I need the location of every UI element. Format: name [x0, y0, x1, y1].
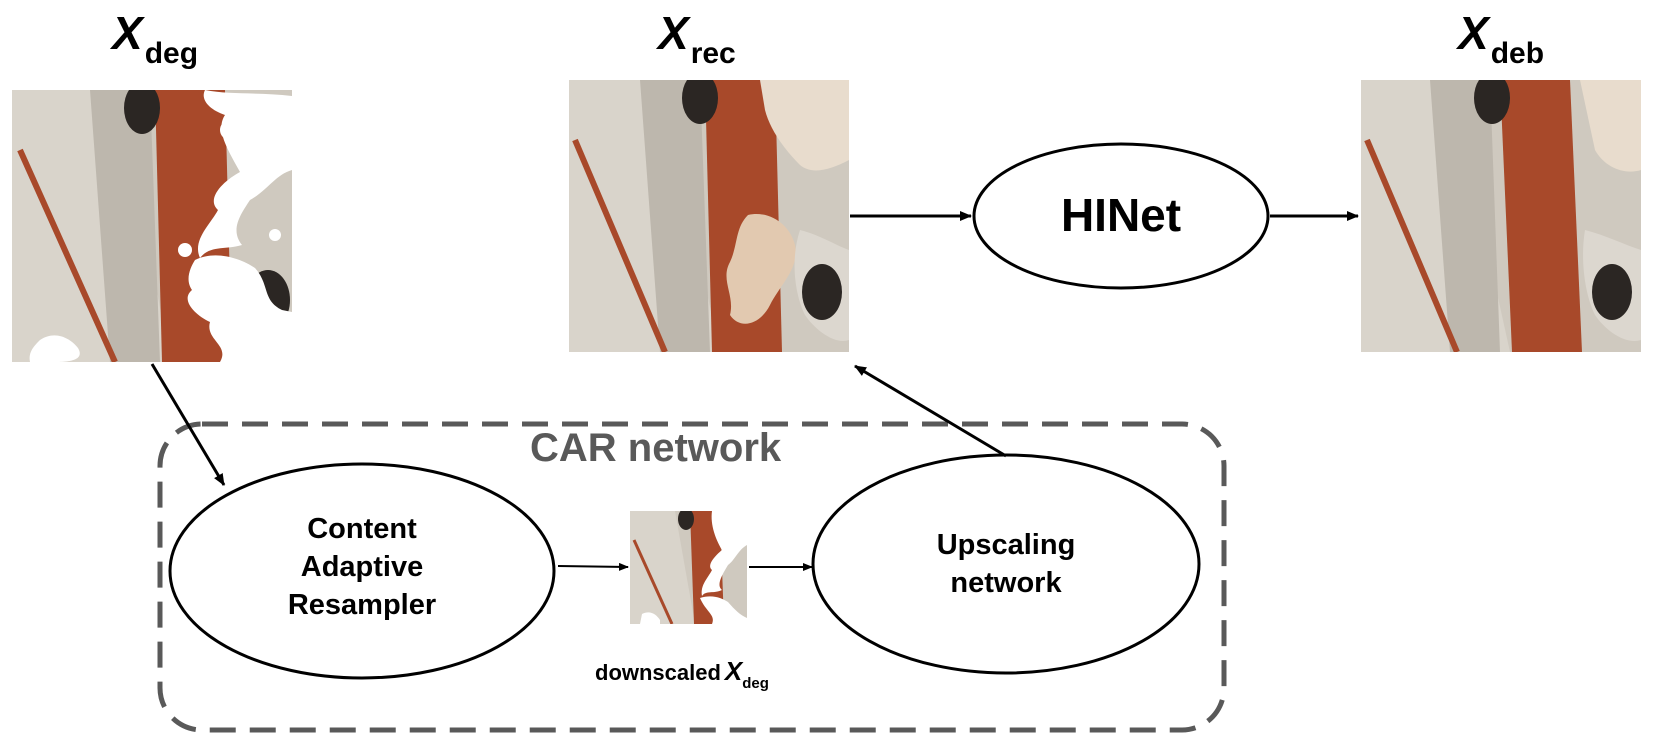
- downscaled-x-deg-image: [630, 511, 747, 624]
- car-network-title: CAR network: [530, 426, 782, 470]
- content-adaptive-resampler-node: [168, 462, 556, 680]
- x-rec-label: Xrec: [658, 7, 736, 70]
- x-rec-image: [569, 80, 849, 352]
- arrow-resampler-to-downscaled: [557, 562, 629, 571]
- x-deb-label: Xdeb: [1458, 7, 1545, 70]
- x-deg-image: [12, 90, 292, 362]
- car-network-group: [157, 421, 1227, 733]
- hinet-node: [972, 142, 1270, 290]
- resampler-node-label: Content Adaptive Resampler: [287, 513, 437, 621]
- x-deb-image: [1361, 80, 1641, 352]
- arrow-upscaling-to-xrec: [854, 364, 1007, 458]
- x-deg-label: Xdeg: [112, 7, 199, 70]
- arrow-xdeg-to-resampler: [150, 363, 226, 486]
- upscaling-node-label: Upscaling network: [936, 529, 1076, 599]
- hinet-node-label: HINet: [1060, 189, 1182, 241]
